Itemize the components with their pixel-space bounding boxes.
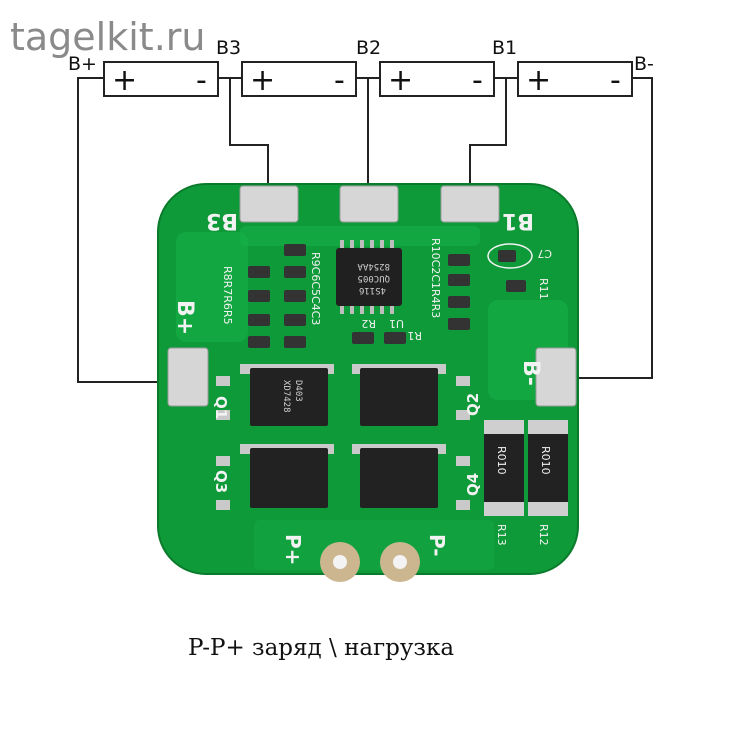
cell-3-plus: + [388,63,413,98]
battery-cells: + - + - + - + - [103,61,633,98]
cell-4 [517,61,633,97]
silk-r2: R2 [361,317,376,330]
cell-1 [103,61,219,97]
shunt-r12-value: R010 [539,446,552,475]
wire-b-plus [77,77,172,383]
silk-u1: U1 [389,317,404,330]
silk-r1: R1 [407,329,422,342]
pad-b-minus [535,347,577,407]
cell-2-minus: - [334,63,345,98]
mosfet-marking-2: XD7428 [281,380,291,413]
ic-marking-2: QUC005 [357,273,390,283]
silk-q4: Q4 [464,473,482,496]
silk-b-minus: B- [518,360,543,386]
silk-q3: Q3 [212,470,230,493]
shunt-r13-value: R010 [495,446,508,475]
hole-p-plus [320,542,360,582]
silk-b-plus: B+ [172,300,197,335]
pad-b2 [339,185,399,223]
node-label-b3: B3 [216,37,241,59]
silk-p-minus: P- [425,534,449,557]
smd-right-column [448,250,526,330]
caption: P-P+ заряд \ нагрузка [188,635,454,661]
wiring [77,77,653,383]
node-label-b-plus: B+ [68,53,97,75]
smd-left-column [248,244,306,348]
node-label-b-minus: B- [634,53,654,75]
silk-r-left2: R9C6C5C4C3 [309,252,322,325]
cell-1-plus: + [112,63,137,98]
silk-q1: Q1 [212,396,230,419]
cell-4-minus: - [610,63,621,98]
silk-q2: Q2 [464,393,482,416]
watermark: tagelkit.ru [10,15,206,59]
shunt-r12: R010 [528,420,568,516]
silk-r-left: R8R7R6R5 [221,266,234,325]
silk-r13: R13 [495,524,508,546]
mosfet-q1 [216,364,334,426]
node-label-b2: B2 [356,37,381,59]
pad-b3 [239,185,299,223]
wire-b1 [469,78,507,192]
cell-4-plus: + [526,63,551,98]
wire-b3 [229,78,269,192]
cell-1-minus: - [196,63,207,98]
mosfet-q4 [352,444,470,510]
pad-b-plus [167,347,209,407]
ic-marking-1: 8254AA [357,261,390,271]
silk-p-plus: P+ [281,534,305,565]
pcb-board: B3 B2 B1 B+ B- R8R7R6R5 R9C6C5C4C3 [157,183,579,582]
mosfet-q3 [216,444,334,510]
mosfet-q2 [352,364,470,426]
cell-2-plus: + [250,63,275,98]
silk-r12: R12 [537,524,550,546]
cell-3-minus: - [472,63,483,98]
cell-3 [379,61,495,97]
cell-2 [241,61,357,97]
silk-b1: B1 [502,208,534,233]
hole-p-minus [380,542,420,582]
wire-b-minus [560,77,653,379]
node-label-b1: B1 [492,37,517,59]
silk-r11: R11 [537,278,550,300]
ic-marking-3: 4S116 [359,285,386,295]
pad-b1 [440,185,500,223]
shunt-r13: R010 [484,420,524,516]
silk-c7: C7 [537,247,552,260]
silk-b3: B3 [206,208,238,233]
ic-u1: 8254AA QUC005 4S116 [336,240,402,314]
mosfet-marking-1: D403 [293,380,303,402]
silk-r-right: R10C2C1R4R3 [429,238,442,318]
c7-outline [487,243,533,269]
